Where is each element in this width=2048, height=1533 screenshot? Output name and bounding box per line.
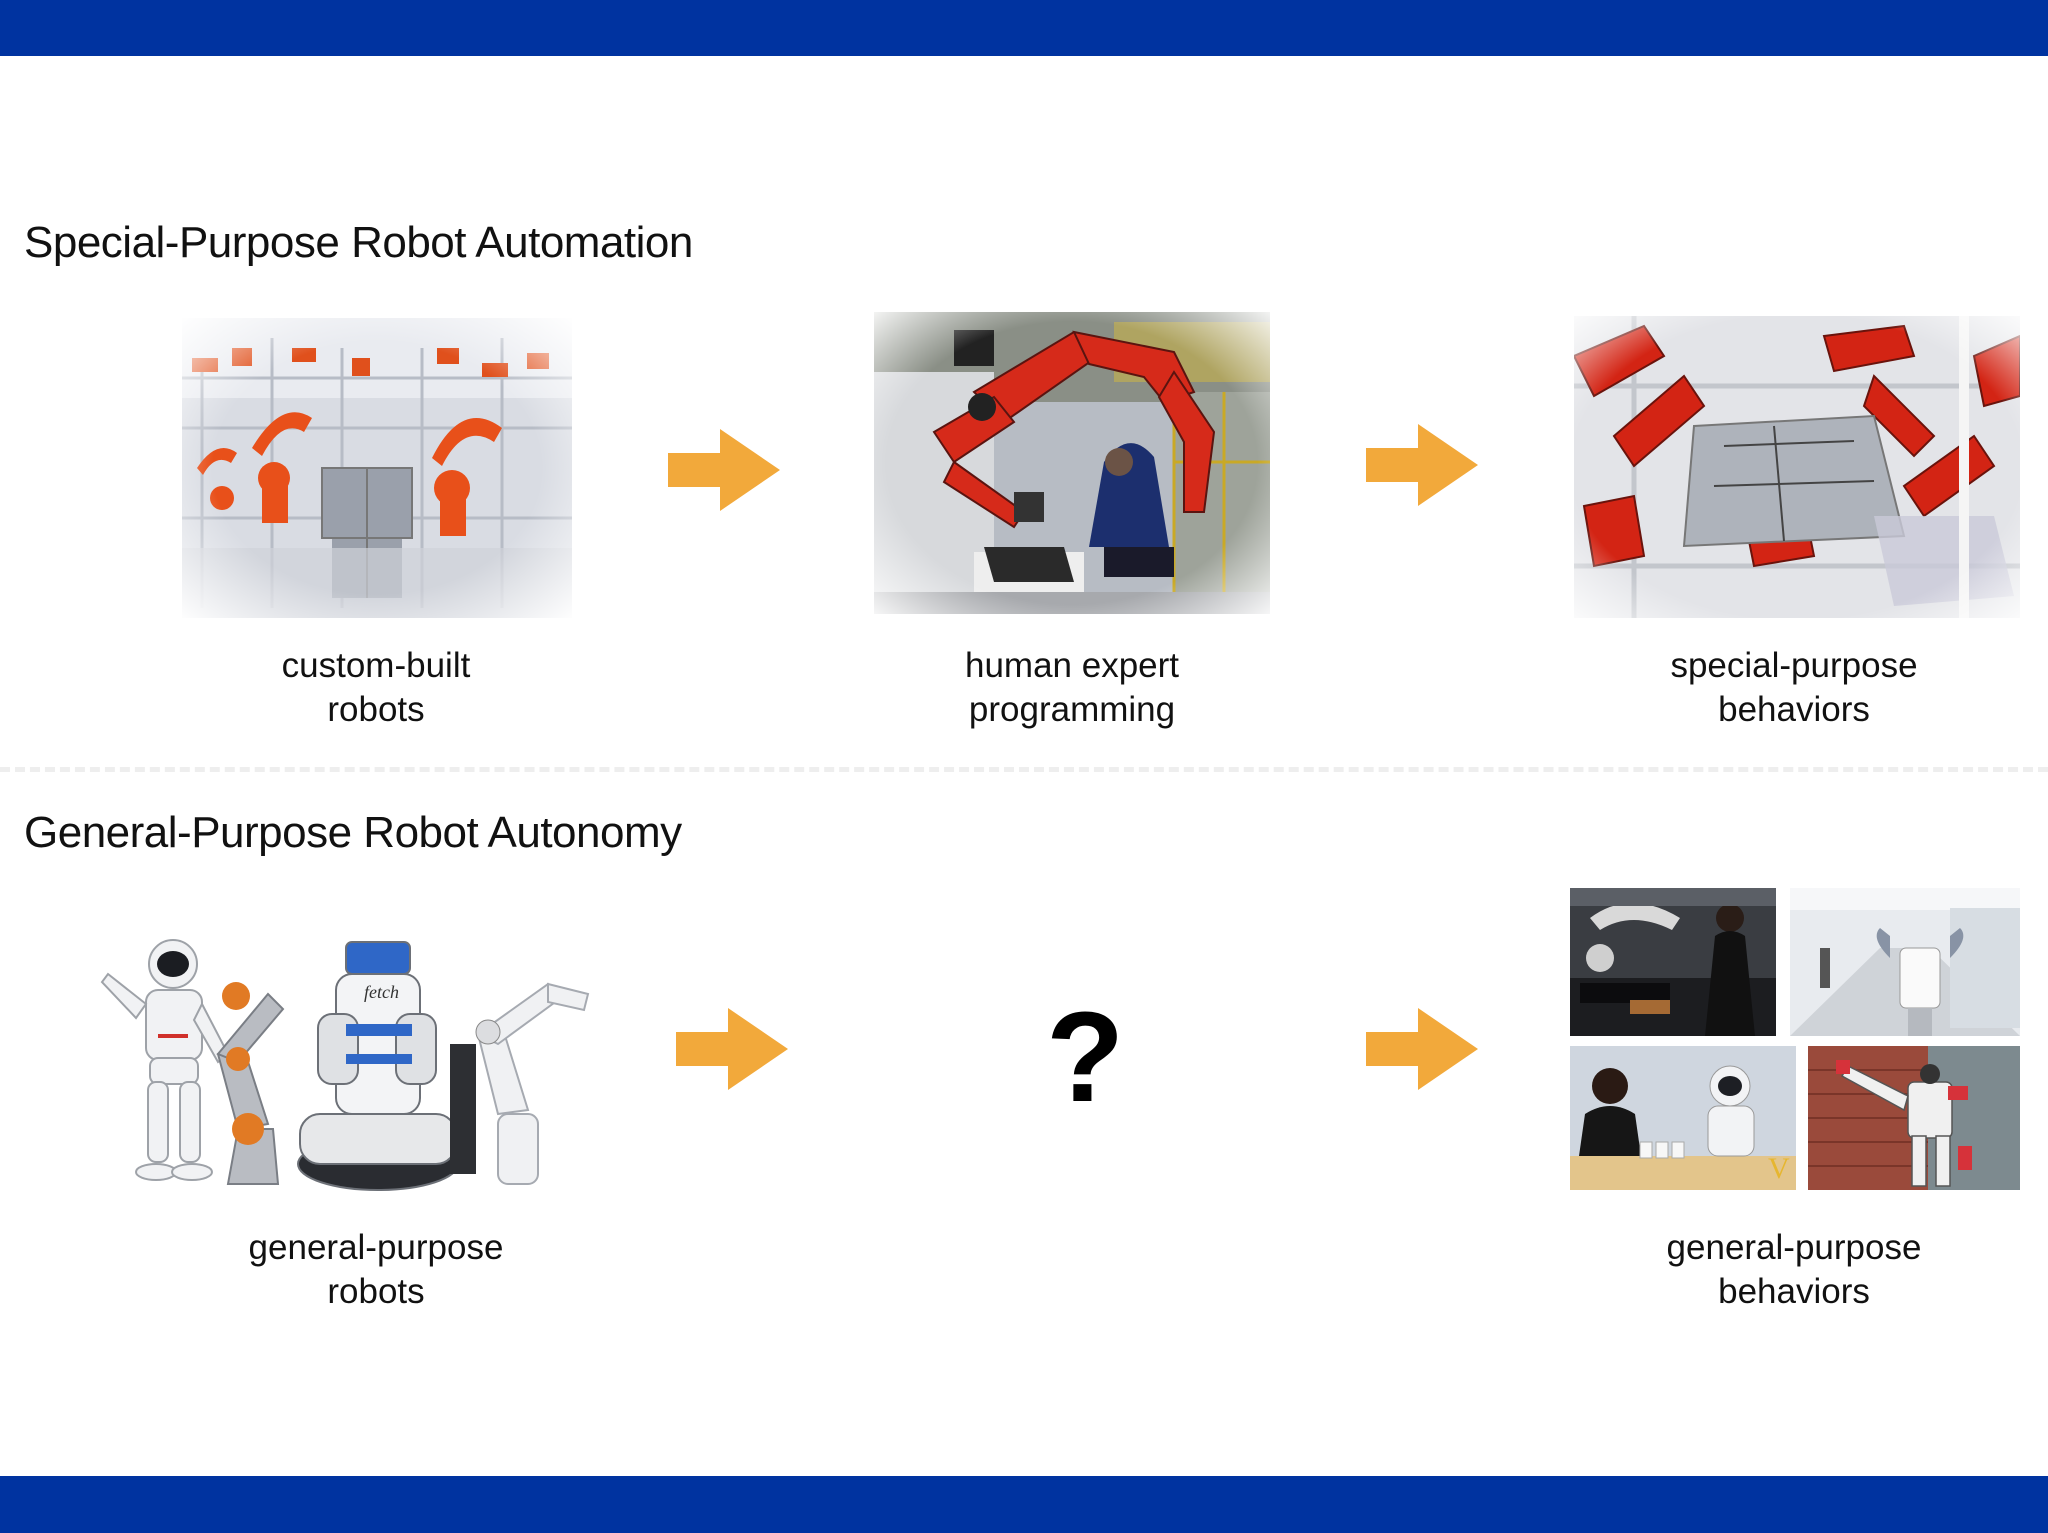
arrow-right-icon — [676, 1008, 788, 1090]
caption-human-expert-programming: human expert programming — [862, 644, 1282, 732]
caption-line: custom-built — [281, 646, 471, 685]
caption-line: robots — [327, 690, 425, 729]
arrow-right-icon — [1366, 424, 1478, 506]
automation-title: Special-Purpose Robot Automation — [24, 218, 693, 267]
kitchen-robot-photo — [1570, 888, 1776, 1036]
factory-robots-photo — [182, 318, 572, 618]
bottom-banner — [0, 1476, 2048, 1533]
autonomy-title: General-Purpose Robot Autonomy — [24, 808, 682, 857]
humanoid-serving-photo: V — [1570, 1046, 1796, 1190]
fetch-logo-text: fetch — [364, 982, 399, 1002]
caption-line: behaviors — [1718, 690, 1870, 729]
svg-text:V: V — [1768, 1152, 1790, 1185]
caption-line: programming — [968, 690, 1176, 729]
engineer-programming-photo — [874, 312, 1270, 614]
section-divider — [0, 767, 2048, 772]
caption-line: behaviors — [1718, 1272, 1870, 1311]
caption-line: general-purpose — [248, 1228, 504, 1267]
lab-robot-photo — [1790, 888, 2020, 1036]
robots-lineup-photo: fetch — [78, 934, 618, 1204]
caption-general-purpose-behaviors: general-purpose behaviors — [1584, 1226, 2004, 1314]
caption-line: robots — [327, 1272, 425, 1311]
arrow-right-icon — [1366, 1008, 1478, 1090]
caption-general-purpose-robots: general-purpose robots — [166, 1226, 586, 1314]
caption-custom-built-robots: custom-built robots — [166, 644, 586, 732]
caption-line: special-purpose — [1670, 646, 1918, 685]
caption-special-purpose-behaviors: special-purpose behaviors — [1584, 644, 2004, 732]
caption-line: general-purpose — [1666, 1228, 1922, 1267]
humanoid-door-photo — [1808, 1046, 2020, 1190]
top-banner — [0, 0, 2048, 56]
assembly-line-photo — [1574, 316, 2020, 618]
question-mark: ? — [1046, 986, 1125, 1129]
arrow-right-icon — [668, 429, 780, 511]
caption-line: human expert — [964, 646, 1180, 685]
